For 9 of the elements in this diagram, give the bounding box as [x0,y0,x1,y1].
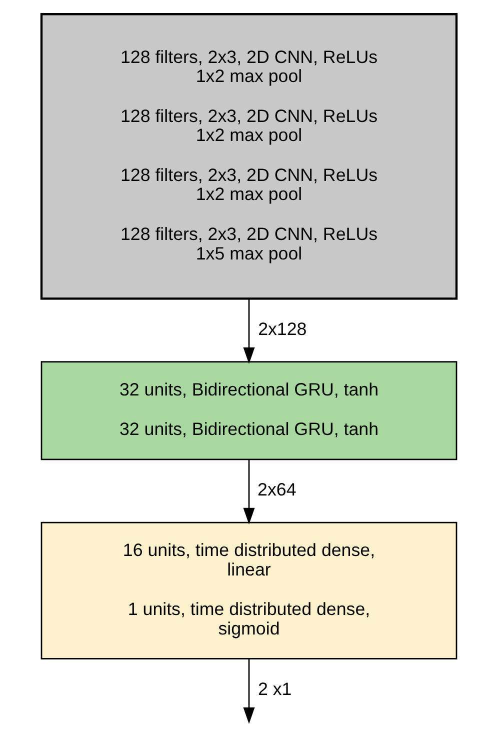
node-box: 128 filters, 2x3, 2D CNN, ReLUs 1x2 max pool 128 filters, 2x3, 2D CNN, ReLUs 1x2 max pool 128 filters, 2x3, 2D CNN, ReLUs 1x2 max pool 128 filters, 2x3, 2D CNN, ReLUs 1x5 max pool [40,13,458,300]
edge-label: 2x128 [258,318,307,339]
arrow [243,658,255,724]
arrow [243,459,255,524]
edge-label: 2 x1 [258,678,292,699]
node-box: 32 units, Bidirectional GRU, tanh 32 units, Bidirectional GRU, tanh [40,361,458,460]
edge-label: 2x64 [258,480,296,500]
node-box: 16 units, time distributed dense, linear 1 units, time distributed dense, sigmoid [40,522,458,660]
arrow [243,298,255,364]
